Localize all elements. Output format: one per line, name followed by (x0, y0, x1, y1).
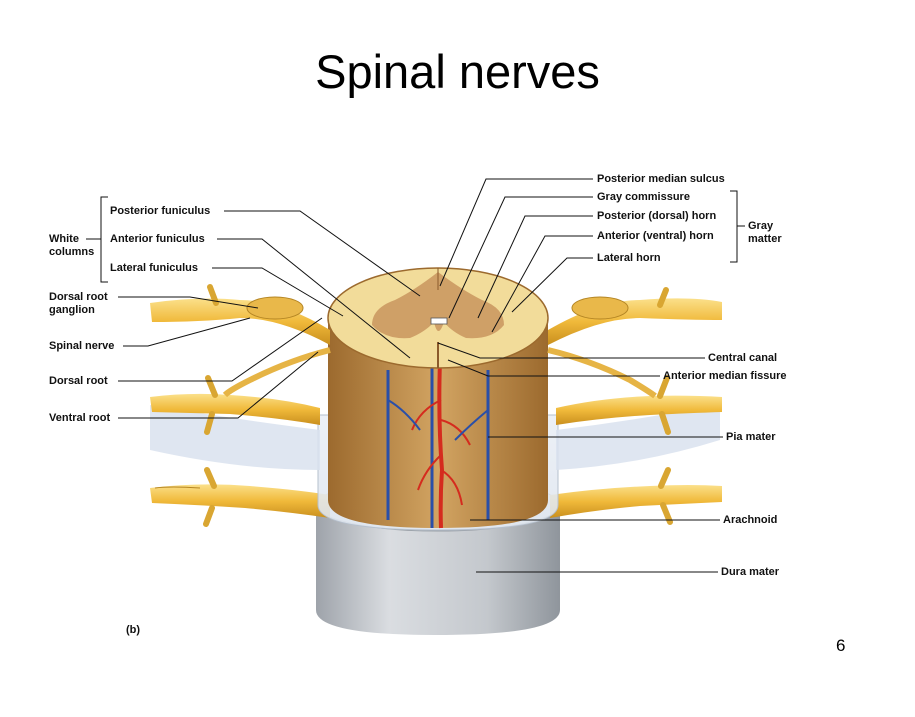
label-anterior-horn: Anterior (ventral) horn (597, 230, 714, 242)
label-white-columns-line2: columns (49, 246, 95, 258)
label-dorsal-root: Dorsal root (49, 375, 108, 387)
label-gray-commissure: Gray commissure (597, 191, 690, 203)
label-lateral-horn: Lateral horn (597, 252, 661, 264)
label-white-columns-line1: White (49, 233, 79, 245)
page-number: 6 (836, 636, 846, 655)
label-dorsal-root-ganglion-line1: Dorsal root (49, 291, 108, 303)
leader-lines (86, 178, 745, 573)
cord-cross-section (327, 267, 549, 369)
label-anterior-funiculus: Anterior funiculus (110, 233, 205, 245)
label-posterior-median-sulcus: Posterior median sulcus (597, 173, 725, 185)
label-ventral-root: Ventral root (49, 412, 111, 424)
label-dorsal-root-ganglion-line2: ganglion (49, 304, 95, 316)
panel-tag: (b) (126, 624, 141, 636)
label-spinal-nerve: Spinal nerve (49, 340, 115, 352)
label-dura-mater: Dura mater (721, 566, 780, 578)
label-gray-matter-line1: Gray (748, 220, 774, 232)
label-anterior-median-fissure: Anterior median fissure (663, 370, 787, 382)
lower-nerves (150, 467, 722, 527)
label-posterior-horn: Posterior (dorsal) horn (597, 210, 717, 222)
label-central-canal: Central canal (708, 352, 778, 364)
label-posterior-funiculus: Posterior funiculus (110, 205, 211, 217)
upper-nerves (150, 284, 722, 399)
spinal-cord-body (328, 318, 548, 529)
label-pia-mater: Pia mater (726, 431, 776, 443)
page-title: Spinal nerves (315, 45, 600, 98)
label-lateral-funiculus: Lateral funiculus (110, 262, 199, 274)
label-gray-matter-line2: matter (748, 233, 782, 245)
label-arachnoid: Arachnoid (723, 514, 778, 526)
